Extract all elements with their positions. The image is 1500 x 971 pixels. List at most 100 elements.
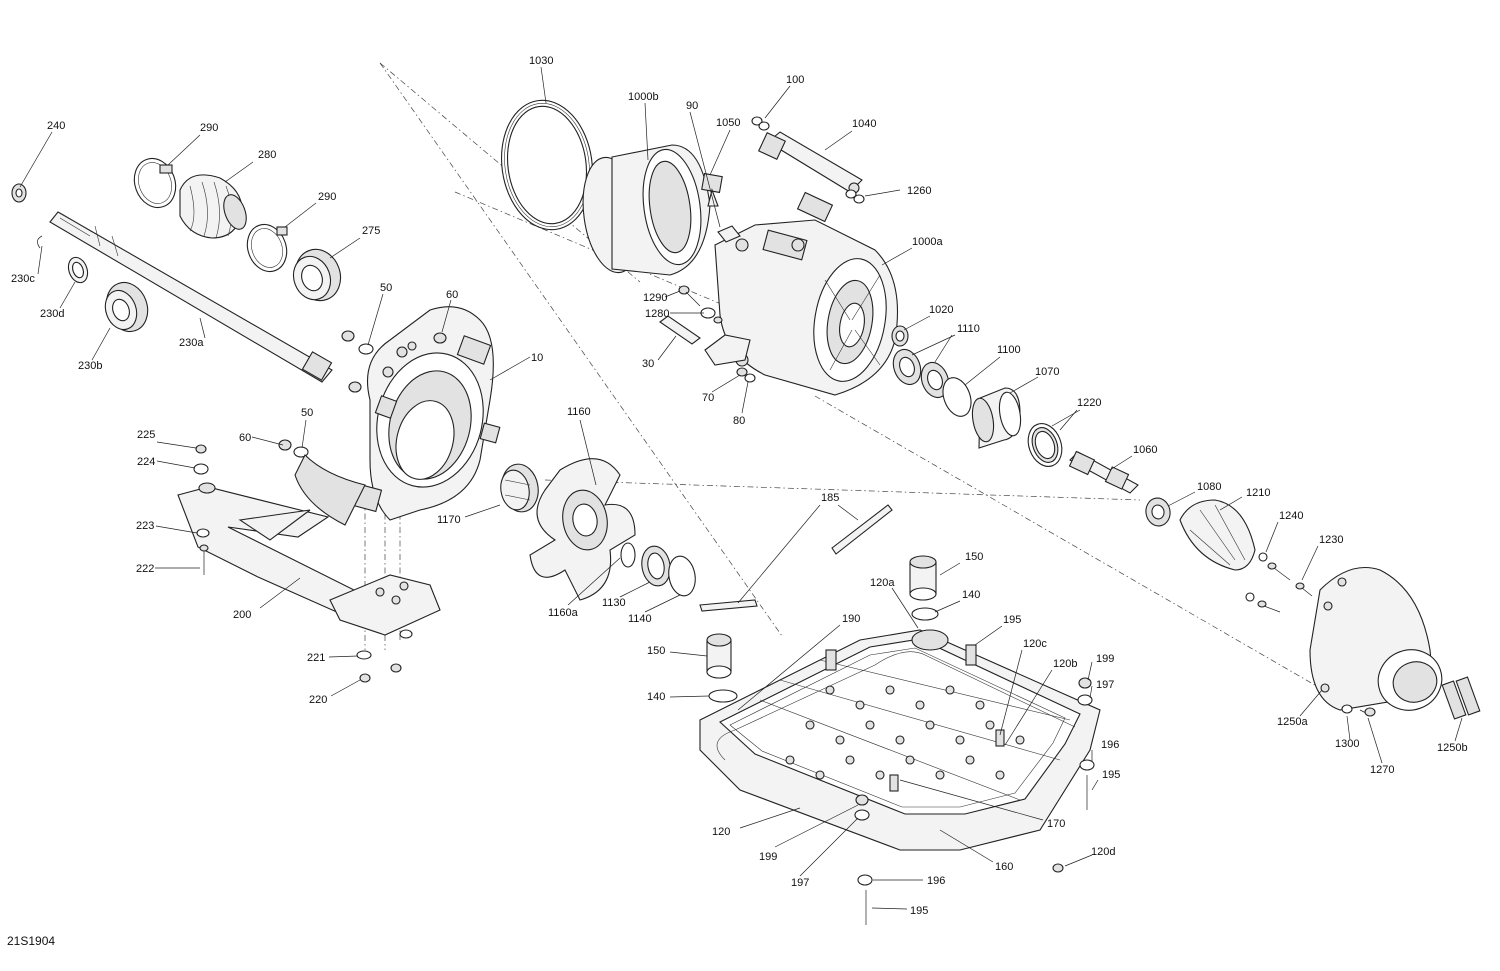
label-1170: 1170 xyxy=(437,514,461,526)
fasteners-220-225 xyxy=(193,444,413,683)
part-160-gasket xyxy=(716,651,1076,761)
fasteners-50-60-top xyxy=(341,330,447,393)
part-1290-1280-screw xyxy=(678,285,723,324)
part-1250b-fitting xyxy=(1441,676,1481,720)
label-120b: 120b xyxy=(1053,658,1077,670)
label-290: 290 xyxy=(200,122,218,134)
leader-lines xyxy=(19,66,1463,910)
label-199-b: 199 xyxy=(759,851,777,863)
part-1080-nut xyxy=(1145,497,1171,527)
part-230c-circlip xyxy=(37,235,43,249)
part-230a-drive-shaft xyxy=(49,211,333,383)
part-1070-bearing xyxy=(971,387,1022,449)
parts-1270-1300 xyxy=(1341,704,1376,717)
part-240-nut xyxy=(11,183,27,203)
label-223: 223 xyxy=(136,520,154,532)
part-1110-bearing xyxy=(892,348,950,399)
label-197-b: 197 xyxy=(791,877,809,889)
label-1000b: 1000b xyxy=(628,91,659,103)
label-100: 100 xyxy=(786,74,804,86)
label-1050: 1050 xyxy=(716,117,740,129)
label-120: 120 xyxy=(712,826,730,838)
part-280-boot xyxy=(179,174,247,239)
label-1300: 1300 xyxy=(1335,738,1359,750)
drive-shaft-group xyxy=(11,157,342,383)
label-90: 90 xyxy=(686,100,698,112)
label-1250a: 1250a xyxy=(1277,716,1308,728)
label-120a: 120a xyxy=(870,577,895,589)
label-275: 275 xyxy=(362,225,380,237)
label-290-b: 290 xyxy=(318,191,336,203)
label-197: 197 xyxy=(1096,679,1114,691)
part-290-clamp-2 xyxy=(246,223,288,273)
label-1070: 1070 xyxy=(1035,366,1059,378)
part-150-fitting-left xyxy=(706,633,738,703)
part-30-pin xyxy=(659,315,701,345)
part-230d-ring xyxy=(67,256,89,284)
label-200: 200 xyxy=(233,609,251,621)
part-185-sticker xyxy=(699,504,893,612)
label-1160: 1160 xyxy=(567,406,591,418)
label-230a: 230a xyxy=(179,337,204,349)
part-1210-cone xyxy=(1179,499,1256,571)
label-170: 170 xyxy=(1047,818,1065,830)
label-1110: 1110 xyxy=(957,323,980,335)
label-80: 80 xyxy=(733,415,745,427)
label-199: 199 xyxy=(1096,653,1114,665)
label-150-b: 150 xyxy=(647,645,665,657)
part-1020-ring xyxy=(891,325,909,347)
label-185: 185 xyxy=(821,492,839,504)
label-195-b: 195 xyxy=(1102,769,1120,781)
parts-100-1260 xyxy=(751,116,865,204)
label-70: 70 xyxy=(702,392,714,404)
label-220: 220 xyxy=(309,694,327,706)
label-1230: 1230 xyxy=(1319,534,1343,546)
label-190: 190 xyxy=(842,613,860,625)
label-230c: 230c xyxy=(11,273,35,285)
label-160: 160 xyxy=(995,861,1013,873)
label-120d: 120d xyxy=(1091,846,1115,858)
label-1160a: 1160a xyxy=(548,607,579,619)
parts-70-80 xyxy=(736,367,756,383)
plate-holes xyxy=(785,685,1025,780)
label-280: 280 xyxy=(258,149,276,161)
fasteners-50-60-left xyxy=(278,439,309,458)
label-222: 222 xyxy=(136,563,154,575)
part-1000b-liner xyxy=(582,144,711,276)
part-1100-ring xyxy=(942,377,972,417)
part-290-clamp-1 xyxy=(133,157,177,209)
part-1170-bushing xyxy=(500,463,539,513)
label-1080: 1080 xyxy=(1197,481,1221,493)
label-196: 196 xyxy=(1101,739,1119,751)
label-1060: 1060 xyxy=(1133,444,1157,456)
label-196-b: 196 xyxy=(927,875,945,887)
label-1250b: 1250b xyxy=(1437,742,1468,754)
label-140-b: 140 xyxy=(647,691,665,703)
part-1220-seal xyxy=(1027,423,1063,467)
part-275-bearing xyxy=(292,248,342,302)
label-1030: 1030 xyxy=(529,55,553,67)
label-225: 225 xyxy=(137,429,155,441)
label-1210: 1210 xyxy=(1246,487,1270,499)
label-1260: 1260 xyxy=(907,185,931,197)
part-1040-lever xyxy=(757,131,863,194)
part-number-labels: 240 290 280 290 275 230c 230d 230b 230a … xyxy=(11,55,1468,917)
label-1280: 1280 xyxy=(645,308,669,320)
parts-1230-1240 xyxy=(1245,552,1313,613)
part-90-anode xyxy=(717,225,741,243)
label-221: 221 xyxy=(307,652,325,664)
label-150: 150 xyxy=(965,551,983,563)
part-1000a-pump-housing xyxy=(704,191,898,396)
part-1160-impeller xyxy=(529,458,636,601)
label-1270: 1270 xyxy=(1370,764,1394,776)
part-230b-seal xyxy=(104,281,149,333)
label-195-c: 195 xyxy=(910,905,928,917)
label-1130: 1130 xyxy=(602,597,626,609)
label-50: 50 xyxy=(380,282,392,294)
label-224: 224 xyxy=(137,456,155,468)
label-140: 140 xyxy=(962,589,980,601)
part-10-pump-housing xyxy=(353,306,501,521)
label-1000a: 1000a xyxy=(912,236,943,248)
label-1240: 1240 xyxy=(1279,510,1303,522)
